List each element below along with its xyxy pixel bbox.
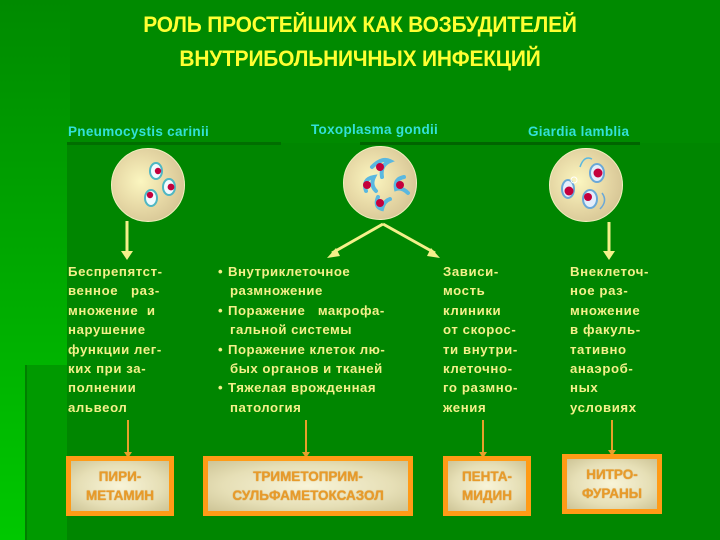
description-line: ное раз- — [570, 283, 629, 299]
bullet-item: •Внутриклеточное — [218, 262, 385, 281]
description-line: ти внутри- — [443, 341, 518, 357]
drug-connector-arrow — [302, 420, 310, 458]
drug-name-line: МЕТАМИН — [85, 488, 155, 503]
description-line: в факуль- — [570, 322, 641, 338]
drug-name-line: СУЛЬФАМЕТОКСАЗОЛ — [232, 488, 384, 503]
drug-name-line: ПЕНТА- — [461, 469, 513, 484]
description-line: анаэроб- — [570, 361, 634, 377]
bullet-dot-icon: • — [218, 341, 224, 357]
left-accent-block — [25, 365, 70, 540]
description-line: тативно — [570, 341, 627, 357]
description-line: полнении — [68, 380, 137, 396]
description-line: условиях — [570, 399, 637, 415]
drug-box-pentamidine: ПЕНТА- МИДИН — [443, 456, 531, 516]
description-line: го размно- — [443, 380, 518, 396]
bullet-item: •Поражение макрофа- — [218, 301, 385, 320]
header-rule-right — [360, 142, 640, 145]
pneumocystis-description: Беспрепятст- венное раз- множение и нару… — [68, 262, 163, 417]
drug-box-trimethoprim-sulfamethoxazole: ТРИМЕТОПРИМ- СУЛЬФАМЕТОКСАЗОЛ — [203, 456, 413, 516]
drug-connector-arrow — [124, 420, 132, 458]
description-line: множение и — [68, 302, 156, 318]
toxoplasma-cell-icon — [343, 146, 417, 220]
drug-name-line: МИДИН — [461, 488, 513, 503]
drug-box-nitrofurans: НИТРО- ФУРАНЫ — [562, 454, 662, 514]
species-label-pneumocystis: Pneumocystis carinii — [68, 124, 210, 139]
description-line: множение — [570, 302, 641, 318]
drug-name-line: ФУРАНЫ — [582, 486, 642, 501]
description-line: клиники — [443, 302, 502, 318]
description-line: Зависи- — [443, 264, 499, 279]
drug-connector-arrow — [479, 420, 487, 458]
description-line: альвеол — [68, 399, 128, 415]
pneumocystis-cell-icon — [111, 148, 185, 222]
bullet-item: •Поражение клеток лю- — [218, 340, 385, 359]
slide-title: РОЛЬ ПРОСТЕЙШИХ КАК ВОЗБУДИТЕЛЕЙ ВНУТРИБ… — [25, 8, 695, 76]
bullet-dot-icon: • — [218, 302, 224, 318]
header-rule-left — [67, 142, 281, 145]
description-line: мость — [443, 283, 486, 299]
slide-title-line-1: РОЛЬ ПРОСТЕЙШИХ КАК ВОЗБУДИТЕЛЕЙ — [143, 12, 577, 37]
bullet-item-continuation: гальной системы — [230, 322, 353, 338]
description-line: от скорос- — [443, 322, 517, 338]
description-line: ких при за- — [68, 361, 147, 377]
drug-box-pyrimethamine: ПИРИ- МЕТАМИН — [66, 456, 174, 516]
description-line: Беспрепятст- — [68, 264, 163, 279]
slide-title-line-2: ВНУТРИБОЛЬНИЧНЫХ ИНФЕКЦИЙ — [179, 46, 541, 71]
description-line: Внеклеточ- — [570, 264, 650, 279]
description-line: нарушение — [68, 322, 146, 338]
drug-name-line: ПИРИ- — [98, 469, 142, 484]
drug-name-line: НИТРО- — [586, 467, 638, 482]
description-line: клеточно- — [443, 361, 513, 377]
description-line: ных — [570, 380, 599, 396]
giardia-description: Внеклеточ- ное раз- множение в факуль- т… — [570, 262, 649, 417]
toxoplasma-clinical-description: Зависи- мость клиники от скорос- ти внут… — [443, 262, 518, 417]
drug-name-line: ТРИМЕТОПРИМ- — [253, 469, 363, 484]
toxoplasma-bullet-list: •Внутриклеточное размножение •Поражение … — [218, 262, 385, 417]
bullet-item-continuation: бых органов и тканей — [230, 361, 383, 377]
bullet-item: •Тяжелая врожденная — [218, 378, 385, 397]
description-line: венное раз- — [68, 283, 160, 299]
description-line: жения — [443, 399, 487, 415]
species-label-giardia: Giardia lamblia — [528, 124, 630, 139]
giardia-cell-icon — [549, 148, 623, 222]
species-label-toxoplasma: Toxoplasma gondii — [311, 122, 439, 137]
bullet-item-continuation: размножение — [230, 283, 323, 299]
bullet-item-continuation: патология — [230, 399, 302, 415]
description-line: функции лег- — [68, 341, 162, 357]
bullet-dot-icon: • — [218, 264, 224, 279]
drug-connector-arrow — [608, 420, 616, 456]
bullet-dot-icon: • — [218, 380, 224, 396]
